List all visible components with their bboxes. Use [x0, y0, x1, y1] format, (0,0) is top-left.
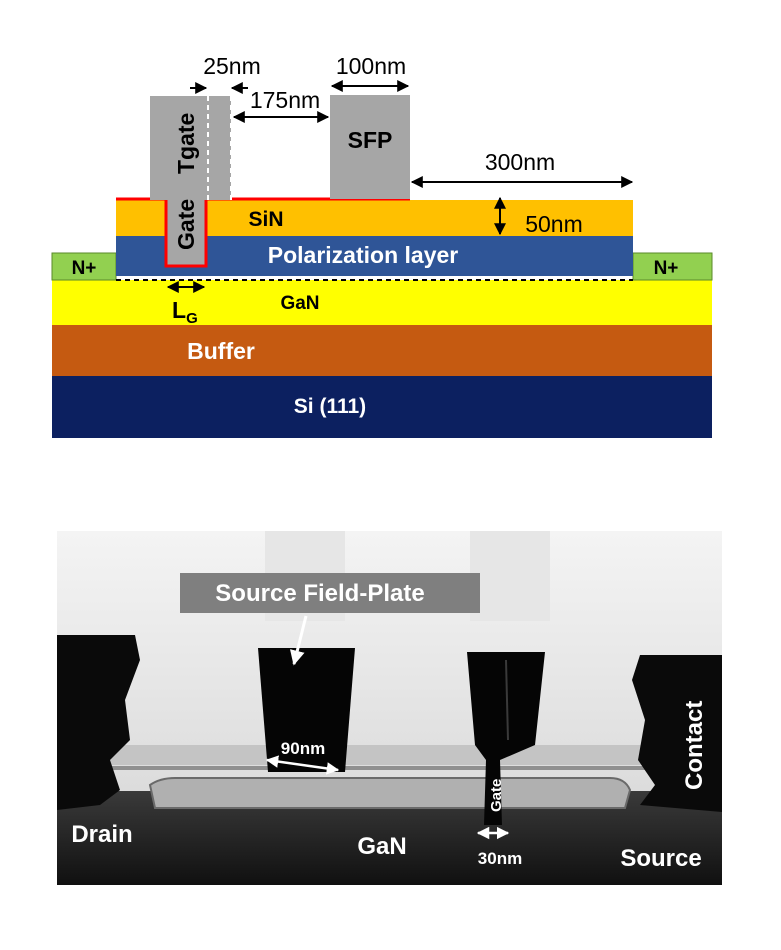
tem-passivation-line	[110, 766, 650, 770]
si-layer	[52, 376, 712, 438]
sfp-label: SFP	[348, 127, 393, 153]
tem-passivation-band	[110, 745, 650, 765]
n-plus-left-label: N+	[72, 258, 97, 279]
device-schematic: Si (111) Buffer GaN N+ N+ Polarization l…	[51, 53, 713, 438]
sfp-block	[330, 95, 410, 199]
callout-pointer	[289, 615, 308, 666]
tem-field-plate	[258, 648, 355, 772]
gate-label: Gate	[173, 199, 199, 250]
polarization-layer-label: Polarization layer	[268, 242, 459, 268]
tem-drain-contact	[57, 635, 140, 810]
n-plus-right-label: N+	[654, 258, 679, 279]
si-layer-label: Si (111)	[294, 395, 366, 418]
dim-175nm-label: 175nm	[250, 87, 320, 113]
fp-width-arrow	[265, 755, 340, 775]
sin-layer-label: SiN	[248, 208, 283, 231]
gate-stem	[166, 200, 206, 266]
tem-gate-seam	[505, 659, 509, 741]
n-plus-left	[51, 252, 117, 281]
gate-width-label: 30nm	[478, 849, 522, 868]
tem-gate	[467, 652, 545, 825]
gate-outline	[164, 200, 208, 268]
dim-100nm-label: 100nm	[336, 53, 406, 79]
lg-main: L	[172, 297, 186, 323]
tem-stripe	[470, 531, 550, 621]
tem-micrograph: Source Field-Plate 90nm Gate 30nm Drain …	[57, 531, 722, 885]
lg-label: LG	[172, 297, 198, 327]
fp-width-label: 90nm	[281, 739, 325, 758]
callout-box	[180, 573, 480, 613]
tgate-head	[150, 96, 206, 200]
dim-25nm-label: 25nm	[203, 53, 261, 79]
tem-source-contact	[632, 655, 722, 812]
tem-gate-label: Gate	[488, 779, 505, 812]
callout-label: Source Field-Plate	[215, 580, 424, 607]
source-label: Source	[620, 845, 701, 872]
drain-label: Drain	[71, 821, 132, 848]
dim-50nm-label: 50nm	[525, 211, 583, 237]
tem-channel-pocket	[148, 777, 632, 809]
tem-gan-label: GaN	[357, 833, 406, 860]
buffer-layer-label: Buffer	[187, 338, 255, 364]
gate-spacer	[206, 96, 231, 200]
gan-layer	[52, 280, 712, 325]
contact-label: Contact	[681, 701, 708, 790]
buffer-layer	[52, 325, 712, 376]
dim-300nm-label: 300nm	[485, 149, 555, 175]
gan-layer-label: GaN	[280, 293, 319, 314]
n-plus-right	[632, 252, 713, 281]
tgate-label: Tgate	[173, 113, 199, 174]
lg-subscript: G	[186, 310, 198, 327]
